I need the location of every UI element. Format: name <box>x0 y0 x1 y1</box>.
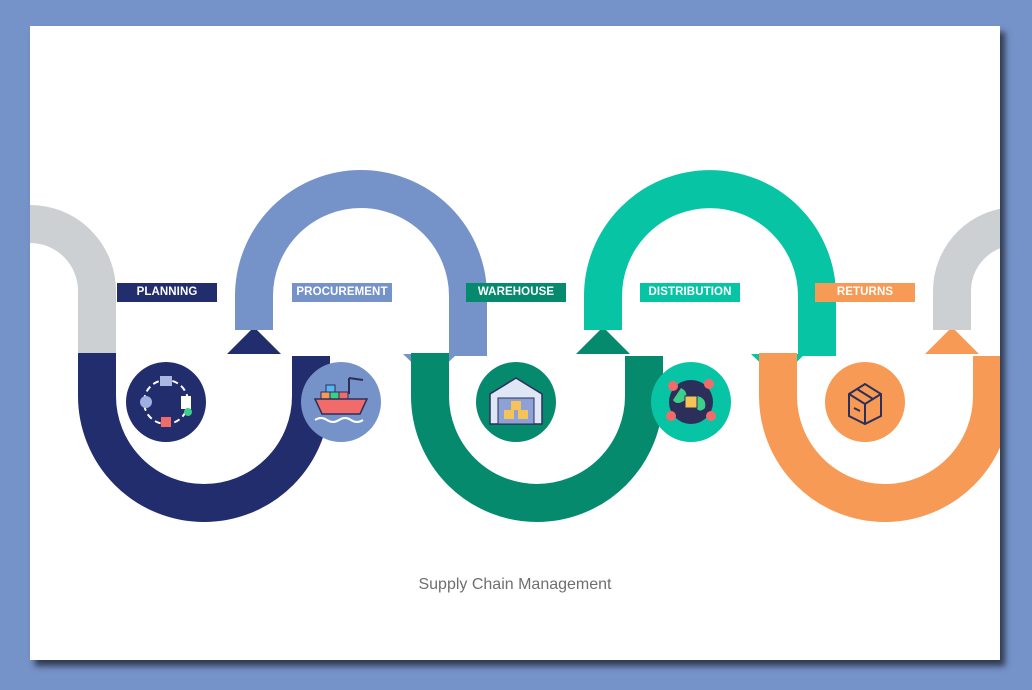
stage-label-returns: RETURNS <box>815 283 915 302</box>
stage-label-planning: PLANNING <box>117 283 217 302</box>
warehouse-arrowhead <box>576 327 630 354</box>
distribution-flow-arc <box>584 170 836 356</box>
stage-label-warehouse: WAREHOUSE <box>466 283 566 302</box>
slide: PLANNING PROCUREMENT WAREHOUSE DISTRIBUT… <box>30 26 1000 660</box>
stage-label-distribution: DISTRIBUTION <box>640 283 740 302</box>
right-connector-arc <box>933 208 1000 330</box>
warehouse-icon <box>476 362 556 442</box>
returns-flow-arc <box>759 353 1000 522</box>
planning-network-icon <box>126 362 206 442</box>
planning-arrowhead <box>227 327 281 354</box>
package-box-icon <box>825 362 905 442</box>
planning-flow-arc <box>78 353 330 522</box>
cargo-ship-icon <box>301 362 381 442</box>
left-connector-arc <box>30 205 116 356</box>
returns-arrowhead <box>925 327 979 354</box>
warehouse-flow-arc <box>411 353 663 522</box>
stage-label-procurement: PROCUREMENT <box>292 283 392 302</box>
serpentine-flow-diagram <box>30 170 1000 522</box>
procurement-flow-arc <box>235 170 487 356</box>
diagram-caption: Supply Chain Management <box>418 576 612 593</box>
globe-distribution-icon <box>651 362 731 442</box>
